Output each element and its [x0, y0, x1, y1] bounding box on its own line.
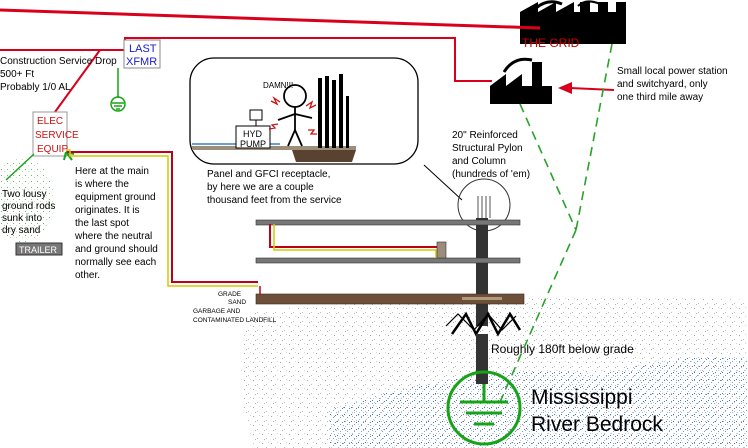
pylon-rebar	[318, 74, 349, 148]
ground-rods-note-2: ground rods	[2, 201, 55, 212]
pylon-note-2: Structural Pylon	[452, 143, 523, 154]
bedrock-speckle	[330, 357, 748, 448]
xfmr-ground-icon	[110, 96, 126, 112]
slab	[255, 293, 525, 305]
ground-rods-note-4: dry sand	[2, 225, 40, 236]
deep-pylon	[476, 334, 488, 384]
pylon-note-4: (hundreds of 'em)	[452, 169, 530, 180]
power-station-icon	[490, 57, 552, 104]
panel-note-1: Panel and GFCI receptacle,	[207, 169, 330, 180]
xfmr-label-2: XFMR	[126, 56, 157, 68]
construction-note-1: Construction Service Drop	[0, 56, 117, 67]
bedrock-label-1: Mississippi	[531, 386, 633, 409]
mid-beam	[255, 257, 521, 264]
panel-note-3: thousand feet from the service	[207, 195, 342, 206]
grade-label: GRADE	[218, 291, 242, 298]
elec-service-box	[32, 111, 68, 157]
damn-exclamation: DAMN!!!	[263, 81, 293, 90]
main-note-8: normally see each	[75, 257, 156, 268]
xfmr-label-1: LAST	[129, 43, 157, 55]
elec-label-3: EQUIP	[37, 144, 68, 155]
pylon-callout-circle	[457, 178, 511, 232]
pylon-note-1: 20" Reinforced	[452, 130, 518, 141]
main-note-1: Here at the main	[75, 166, 149, 177]
earth-return-paths	[499, 43, 613, 403]
hyd-label-1: HYD	[243, 129, 263, 139]
hyd-label-2: PUMP	[240, 139, 266, 149]
hyd-pump-box	[235, 125, 271, 149]
station-note-1: Small local power station	[617, 66, 728, 77]
main-note-7: and ground should	[75, 244, 158, 255]
main-note-6: where the neutral	[74, 231, 152, 242]
trailer-box	[15, 242, 63, 256]
ground-rods-note-3: sunk into	[2, 213, 42, 224]
pylon-note-3: and Column	[452, 156, 506, 167]
elec-label-2: SERVICE	[35, 130, 79, 141]
main-note-2: is where the	[75, 179, 129, 190]
shock-marks	[268, 96, 317, 135]
stick-figure	[277, 84, 313, 147]
sand-label: SAND	[228, 299, 246, 306]
trailer-ground-speckle	[0, 158, 54, 242]
upper-beam	[255, 219, 521, 226]
main-note-9: other.	[75, 270, 100, 281]
branch-red	[269, 224, 441, 258]
grid-factory-icon	[520, 0, 626, 44]
ground-rods-note-1: Two lousy	[2, 189, 46, 200]
garbage-label-1: GARBAGE AND	[193, 308, 241, 315]
grid-label: THE GRID	[522, 36, 580, 50]
panel-note-2: by here we are a couple	[207, 182, 314, 193]
construction-note-2: 500+ Ft	[0, 69, 34, 80]
trailer-label: TRAILER	[19, 245, 58, 255]
feeder-red	[67, 151, 258, 283]
last-xfmr-box: LAST XFMR	[123, 39, 161, 69]
construction-note-3: Probably 1/0 AL	[0, 82, 71, 93]
main-note-4: originates. It is	[75, 205, 139, 216]
main-note-3: equipment ground	[75, 192, 156, 203]
bedrock-ground-icon	[446, 370, 522, 446]
station-arrow	[569, 87, 615, 91]
bedrock-label-2: River Bedrock	[531, 413, 663, 436]
depth-note: Roughly 180ft below grade	[491, 342, 634, 356]
station-note-2: and switchyard, only	[617, 79, 708, 90]
pylon-column	[476, 218, 488, 326]
garbage-label-2: CONTAMINATED LANDFILL	[193, 317, 277, 324]
branch-box	[436, 241, 447, 259]
feeder-yellow	[66, 149, 258, 287]
elec-label-1: ELEC	[37, 116, 63, 127]
main-note-5: the last spot	[75, 218, 129, 229]
station-note-3: one third mile away	[617, 92, 703, 103]
branch-yellow	[273, 224, 437, 258]
power-lines	[0, 8, 541, 113]
